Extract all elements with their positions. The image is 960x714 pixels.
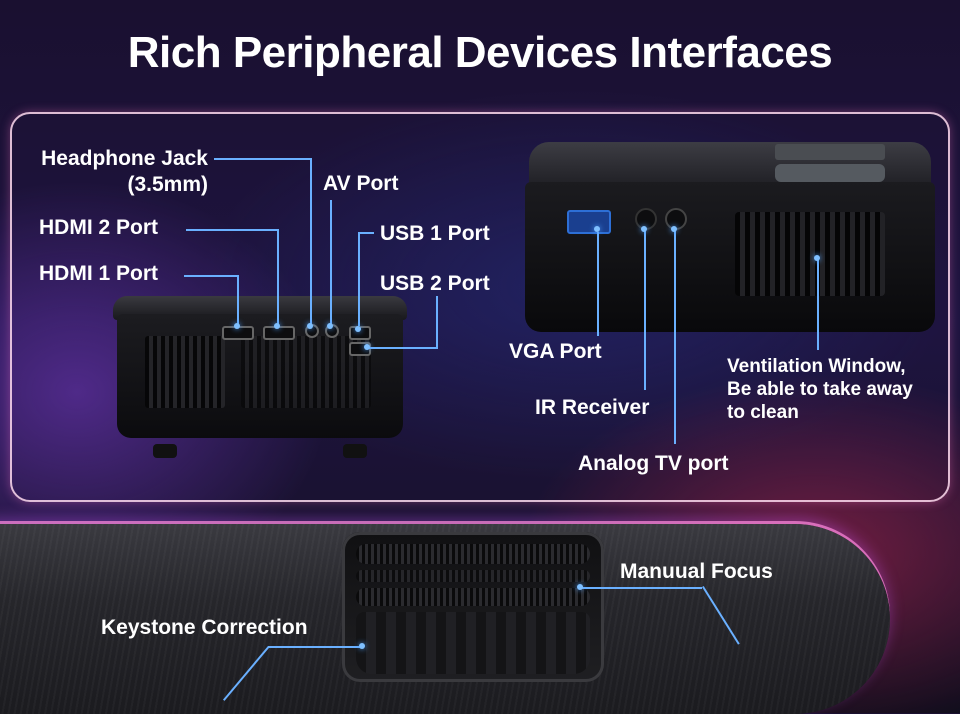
callout-headphone (214, 158, 310, 160)
focus-ring (356, 612, 590, 674)
lens-assembly-image (342, 532, 604, 682)
label-av-port: AV Port (323, 172, 399, 195)
label-analog-tv: Analog TV port (578, 452, 729, 475)
callout-usb1 (358, 232, 374, 234)
callout-av (330, 200, 332, 326)
label-usb2: USB 2 Port (380, 272, 490, 295)
callout-analog-tv (674, 230, 676, 444)
label-hdmi1: HDMI 1 Port (39, 262, 159, 285)
projector-rear-right-image (525, 142, 935, 338)
label-ir: IR Receiver (535, 396, 650, 419)
page-title: Rich Peripheral Devices Interfaces (127, 28, 833, 77)
callout-hdmi2 (186, 229, 278, 231)
label-vga: VGA Port (509, 340, 602, 363)
vga-port-icon (567, 210, 611, 234)
callout-ir (644, 230, 646, 390)
projector-rear-left-image (113, 296, 407, 458)
callout-hdmi1 (184, 275, 238, 277)
control-keys (775, 164, 885, 182)
label-manual-focus: Manuual Focus (620, 560, 773, 583)
label-usb1: USB 1 Port (380, 222, 490, 245)
callout-ventilation (817, 258, 819, 350)
ventilation-window (735, 212, 885, 296)
label-ventilation: Ventilation Window, Be able to take away… (727, 356, 913, 423)
callout-manual-focus (580, 587, 702, 589)
label-keystone: Keystone Correction (101, 616, 308, 639)
label-headphone-jack: Headphone Jack (3.5mm) (41, 147, 208, 196)
callout-vga (597, 232, 599, 336)
label-hdmi2: HDMI 2 Port (39, 216, 159, 239)
interfaces-panel (10, 112, 950, 502)
callout-usb2 (436, 296, 438, 348)
callout-keystone (268, 646, 362, 648)
